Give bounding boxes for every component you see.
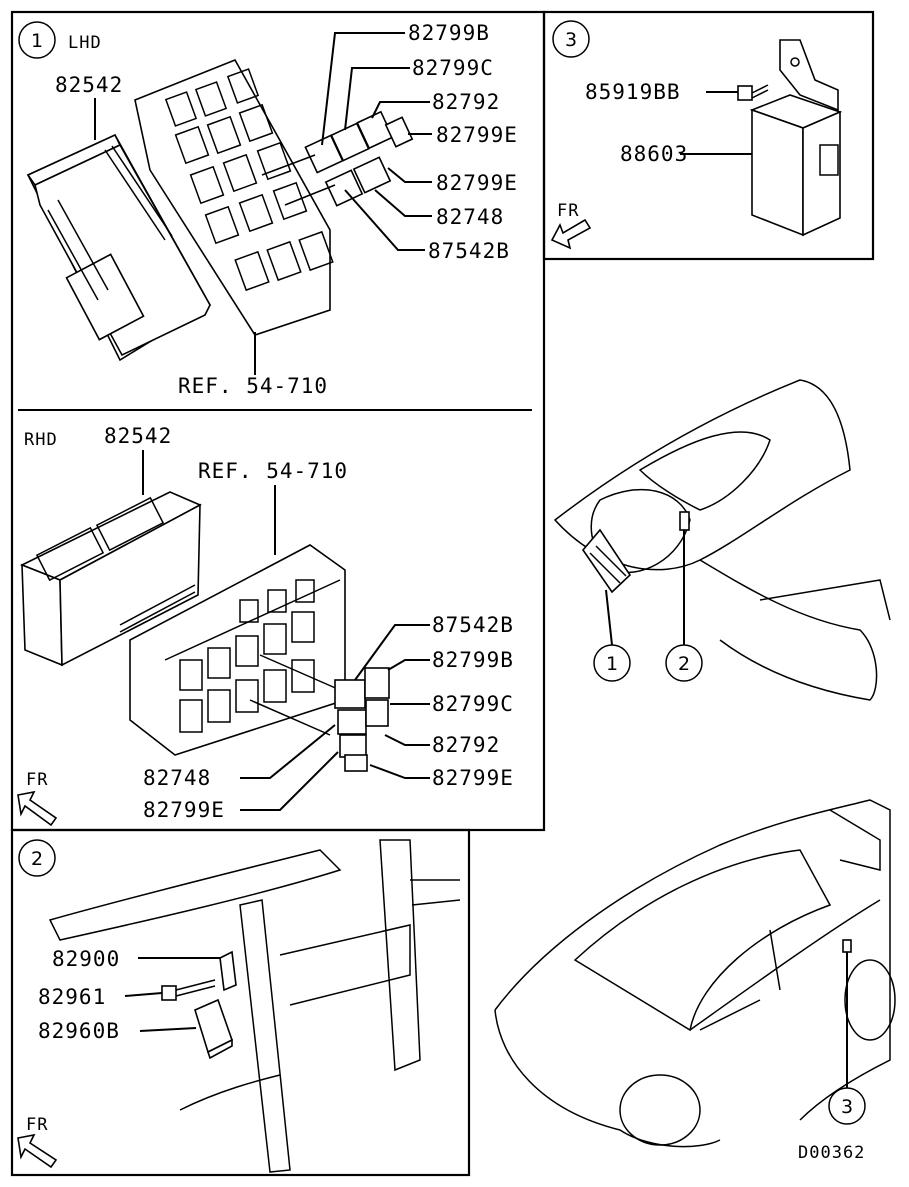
lhd-label: LHD [68, 33, 102, 53]
lhd-part-87542B: 87542B [428, 239, 510, 263]
exterior-vehicle-view: 3 [494, 799, 896, 1148]
section-3-frame [542, 10, 875, 261]
lhd-part-82799B: 82799B [408, 21, 490, 45]
rhd-part-82748: 82748 [143, 766, 211, 790]
s2-part-82961: 82961 [38, 985, 106, 1009]
interior-fuse-block [581, 528, 632, 594]
diagram-id: D00362 [798, 1143, 865, 1163]
interior-callout-1: 1 [606, 653, 618, 675]
lhd-ecu-drawing [26, 133, 212, 362]
interior-callout-2: 2 [678, 653, 690, 675]
lhd-ecu-label: 82542 [55, 73, 123, 97]
lhd-junction-block [134, 58, 334, 336]
lhd-part-82748: 82748 [436, 205, 504, 229]
s3-bracket [779, 39, 839, 112]
rhd-part-82799E-right: 82799E [432, 766, 514, 790]
s2-fr-label: FR [26, 1115, 48, 1135]
rhd-part-82799B: 82799B [432, 648, 514, 672]
rhd-part-82799E-left: 82799E [143, 798, 225, 822]
section-3-number: 3 [565, 29, 577, 51]
section-2: 2 82900 82961 82960B FR [17, 839, 461, 1173]
rhd-fr-label: FR [26, 770, 48, 790]
section-2-frame [10, 828, 471, 1177]
rhd-ecu-drawing [20, 491, 202, 667]
rhd-ref-label: REF. 54-710 [198, 459, 348, 483]
lhd-relays [261, 110, 414, 207]
lhd-part-82792: 82792 [432, 90, 500, 114]
section-3: 3 85919BB 88603 FR [550, 20, 843, 250]
rhd-junction-block [129, 544, 346, 756]
rhd-part-87542B: 87542B [432, 613, 514, 637]
section-1-number: 1 [31, 30, 43, 52]
s3-part-88603: 88603 [620, 142, 688, 166]
s2-part-82960B: 82960B [38, 1019, 120, 1043]
section-1-lhd: 1 LHD 82542 [18, 21, 518, 398]
exterior-callout-3: 3 [841, 1096, 853, 1118]
s3-fr-arrow-icon [550, 218, 592, 250]
interior-view: 1 2 [553, 379, 891, 701]
s3-part-85919BB: 85919BB [585, 80, 681, 104]
rhd-fr-arrow-icon [17, 790, 58, 827]
lhd-ref-label: REF. 54-710 [178, 374, 328, 398]
s2-fr-arrow-icon [17, 1133, 58, 1169]
lhd-part-82799E-a: 82799E [436, 123, 518, 147]
section-1-number-circle [18, 21, 56, 59]
s2-bolt-icon [161, 979, 216, 1001]
section-1-rhd: RHD 82542 REF. 54-710 [17, 424, 514, 827]
lhd-part-82799E-b: 82799E [436, 171, 518, 195]
s3-bolt-icon [737, 84, 769, 101]
s2-bracket [219, 950, 237, 992]
section-2-number: 2 [31, 848, 43, 870]
rhd-label: RHD [24, 430, 58, 450]
s2-module [194, 998, 233, 1060]
rhd-part-82799C: 82799C [432, 692, 514, 716]
s3-module [749, 94, 843, 237]
rhd-ecu-label: 82542 [104, 424, 172, 448]
s2-part-82900: 82900 [52, 947, 120, 971]
lhd-part-82799C: 82799C [412, 56, 494, 80]
rhd-part-82792: 82792 [432, 733, 500, 757]
rhd-relays [334, 667, 390, 772]
s3-fr-label: FR [557, 201, 579, 221]
